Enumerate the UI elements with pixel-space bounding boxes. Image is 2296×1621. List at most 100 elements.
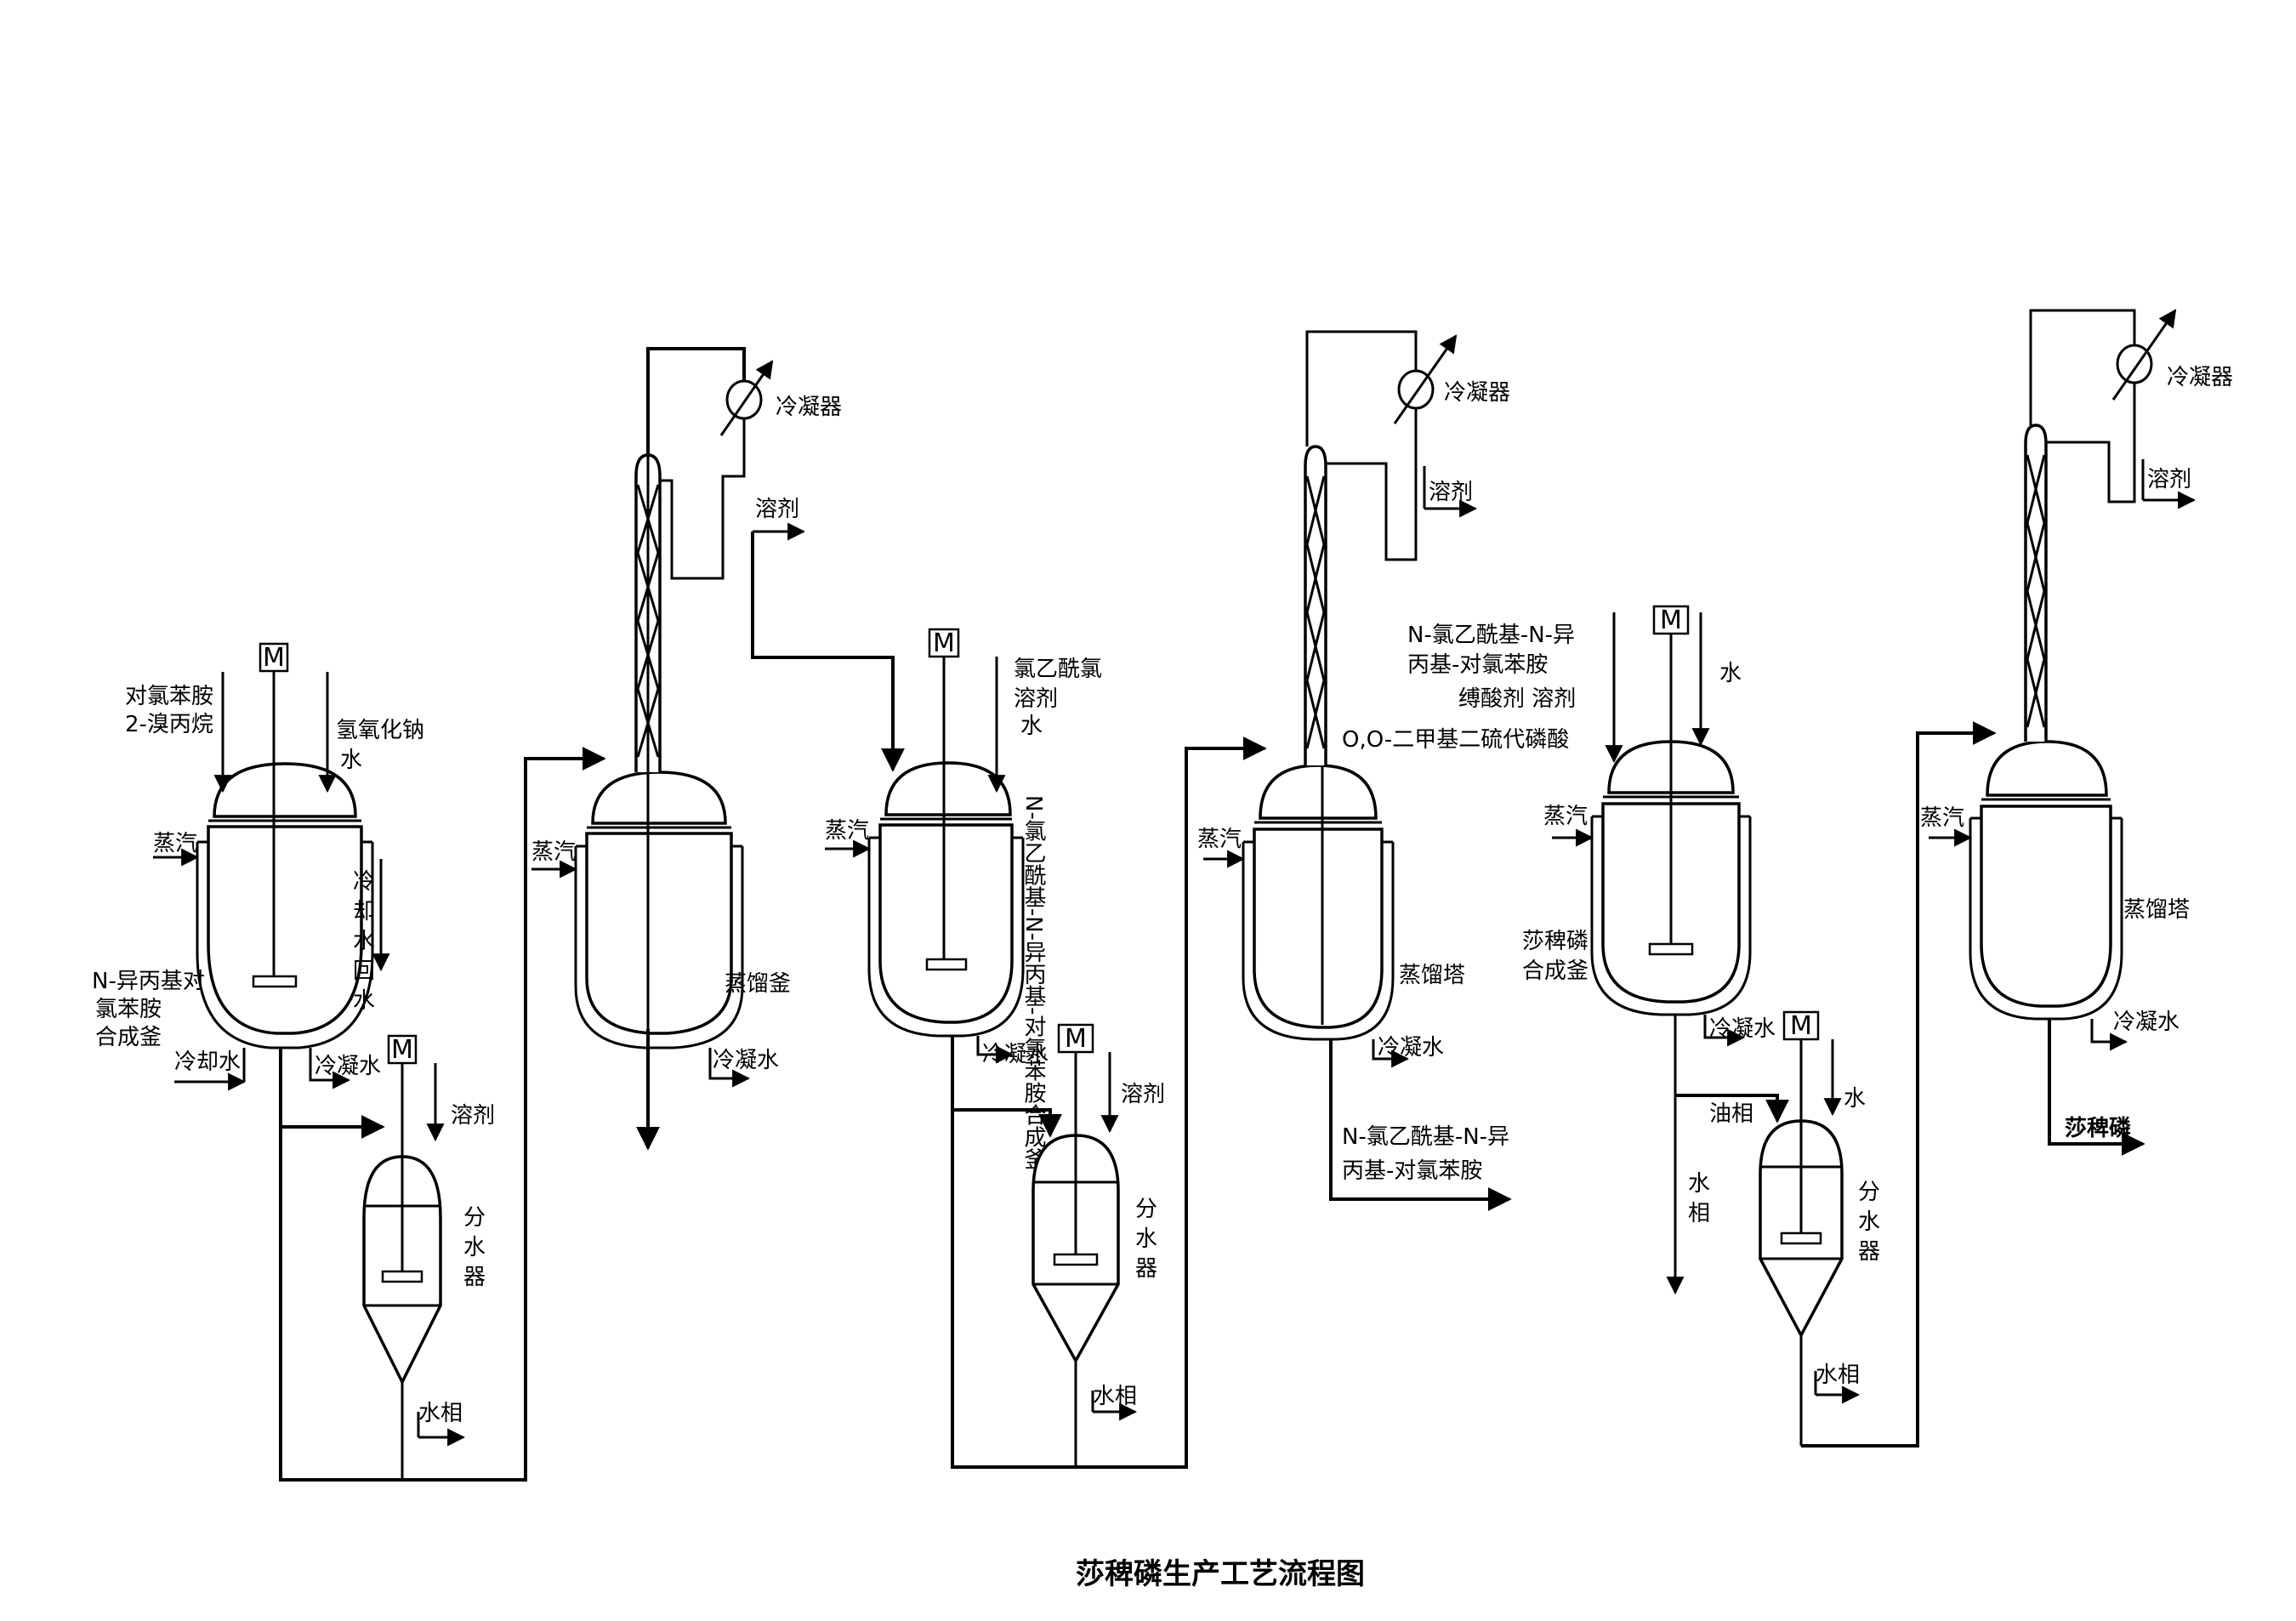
stream-label: 冷却水 <box>174 1049 241 1075</box>
flow-line <box>1253 828 1384 1029</box>
stream-label: 冷凝器 <box>1444 380 1510 406</box>
reactor-2: M <box>867 628 1025 1038</box>
flow-line <box>1305 475 1326 749</box>
flow-line <box>2111 309 2177 401</box>
stream-label: 蒸汽 <box>1197 827 1242 852</box>
agitator-icon <box>1053 1253 1099 1266</box>
stream-label: M <box>933 628 955 658</box>
stream-label: 蒸汽 <box>153 831 197 856</box>
figure-caption: 莎稗磷生产工艺流程图 <box>1076 1557 1365 1591</box>
water-separator-2: M <box>1031 1023 1120 1364</box>
motor-icon <box>1652 605 1690 635</box>
distillation-tower-2 <box>1242 445 1395 1041</box>
stream-label: 水 <box>463 1235 486 1260</box>
distillation-tower-3 <box>1969 424 2123 1021</box>
stream-label: 氯苯胺 <box>95 997 162 1022</box>
condensate-arrow <box>708 1048 751 1088</box>
stream-label: 冷凝水 <box>315 1054 381 1079</box>
stream-label: 回 <box>353 958 375 984</box>
stream-label: M <box>1790 1011 1812 1041</box>
stream-label: 水相 <box>1093 1384 1137 1409</box>
agitator-icon <box>1648 942 1694 956</box>
stream-label: 相 <box>1688 1201 1710 1226</box>
condensate-arrow <box>2090 1019 2128 1051</box>
transfer-pipe <box>951 737 1267 1469</box>
flow-line <box>1980 805 2112 1008</box>
stream-label: 蒸汽 <box>1543 804 1588 829</box>
flow-line <box>585 832 733 1035</box>
condensate-arrow <box>1703 1015 1746 1047</box>
flow-line <box>1305 475 1326 749</box>
stream-label: 冷凝水 <box>2113 1010 2179 1035</box>
stream-label: 对氯苯胺 <box>125 684 213 709</box>
stream-label: 氯乙酰氯 <box>1014 657 1102 682</box>
flow-line <box>719 360 774 436</box>
flow-line <box>1259 764 1378 820</box>
stream-label: N-异丙基对 <box>92 969 205 994</box>
oil-phase-pipe <box>1675 1094 1789 1123</box>
flow-line <box>636 484 660 758</box>
flow-line <box>1393 334 1458 424</box>
flow-line <box>213 762 357 818</box>
reactor-1: M <box>196 642 374 1049</box>
water-separator-3: M <box>1759 1010 1844 1339</box>
water-separator-1: M <box>362 1034 442 1385</box>
stream-label: 冷凝器 <box>776 395 842 420</box>
stream-label: 冷凝水 <box>982 1042 1049 1067</box>
stream-label: 冷 <box>353 869 375 895</box>
stream-label: M <box>1660 606 1682 635</box>
stream-label: 水 <box>1135 1226 1157 1252</box>
stream-label: 水 <box>353 988 375 1014</box>
stream-label: 水相 <box>1816 1362 1860 1388</box>
stream-label: 溶剂 <box>755 497 799 522</box>
stream-label: 溶剂 <box>2147 467 2191 492</box>
stream-label: 丙基-对氯苯胺 <box>1342 1158 1482 1184</box>
flow-line <box>1986 740 2108 797</box>
stream-label: 丙基-对氯苯胺 <box>1407 652 1548 678</box>
stream-label: 却 <box>353 899 375 924</box>
stream-label: 冷凝水 <box>1378 1035 1444 1061</box>
stream-label: 水 <box>340 748 362 773</box>
transfer-pipe <box>951 1036 1062 1138</box>
product-out-arrow <box>2048 1019 2145 1156</box>
stream-label: 蒸汽 <box>1920 805 1964 831</box>
stream-label: 合成釜 <box>1522 958 1588 984</box>
stream-label: 蒸汽 <box>825 818 869 844</box>
stream-label: 溶剂 <box>451 1103 495 1129</box>
motor-icon <box>1057 1023 1094 1054</box>
reactor-3: M <box>1590 605 1752 1016</box>
reflux-pipe <box>1326 408 1418 561</box>
flow-line <box>1242 842 1395 1041</box>
agitator-icon <box>252 975 298 988</box>
stream-label: M <box>391 1035 413 1065</box>
flow-line <box>867 838 1025 1038</box>
stream-label: 莎稗磷 <box>2065 1116 2131 1141</box>
reflux-pipe <box>2046 383 2136 503</box>
stream-label: N-氯乙酰基-N-异 <box>1407 623 1575 648</box>
stream-label: 水 <box>353 929 375 954</box>
stream-label: 2-溴丙烷 <box>125 712 213 737</box>
stream-label: M <box>263 643 285 673</box>
flow-line <box>591 771 727 825</box>
agitator-icon <box>1780 1231 1822 1245</box>
stream-label: 溶剂 <box>1429 480 1473 505</box>
stream-label: M <box>1065 1024 1087 1054</box>
stream-label: 器 <box>463 1265 486 1290</box>
flow-line <box>636 484 660 758</box>
product-out-arrow <box>1329 1039 1512 1211</box>
stream-label: 缚酸剂 溶剂 <box>1458 686 1576 712</box>
stream-label: 分 <box>1135 1197 1157 1222</box>
stream-label: 溶剂 <box>1014 686 1058 712</box>
vapor-pipe <box>2029 309 2136 425</box>
flow-line <box>196 842 374 1049</box>
condensate-arrow <box>976 1036 1014 1064</box>
stream-label: 蒸馏釜 <box>725 971 791 997</box>
condenser-1 <box>719 360 774 436</box>
motor-icon <box>1782 1010 1820 1041</box>
flow-line <box>2026 454 2046 728</box>
vapor-pipe <box>646 347 746 455</box>
stream-label: 莎稗磷 <box>1522 929 1588 954</box>
stream-label: 分 <box>463 1205 486 1231</box>
stream-label: 水 <box>1844 1086 1866 1112</box>
